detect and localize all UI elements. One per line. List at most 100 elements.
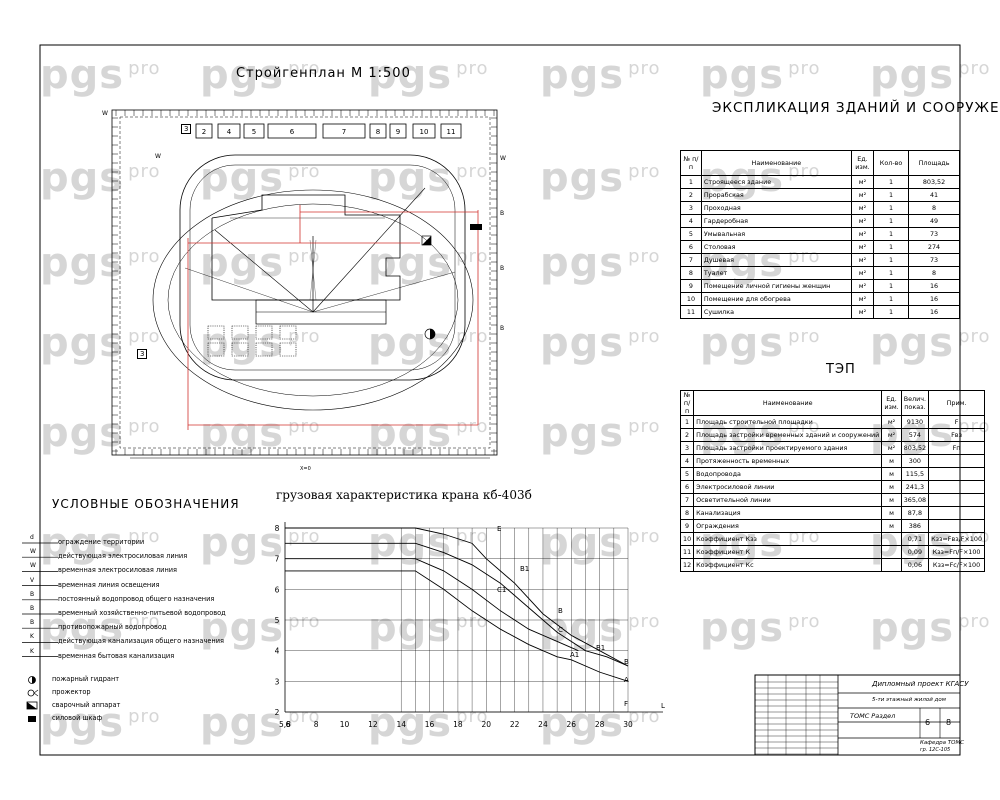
row-name: Ограждения bbox=[693, 519, 883, 533]
row-num: 8 bbox=[680, 266, 702, 280]
row-name: Осветительной линии bbox=[693, 493, 883, 507]
x-tick-label: 24 bbox=[538, 720, 548, 729]
row-unit: м bbox=[881, 480, 902, 494]
legend-item-label: временная линия освещения bbox=[58, 580, 160, 589]
row-value: 0,06 bbox=[900, 558, 930, 572]
crane-chart-title: грузовая характеристика крана кб-403б bbox=[276, 488, 532, 502]
point-label: A bbox=[624, 676, 629, 684]
explication-table: № п/п Наименование Ед. изм. Кол-во Площа… bbox=[680, 150, 960, 319]
row-note bbox=[928, 467, 986, 481]
row-name: Коэффициент Кзз bbox=[693, 532, 883, 546]
svg-text:B: B bbox=[500, 265, 504, 272]
legend-item-label: временная электросиловая линия bbox=[58, 566, 178, 575]
legend-title: УСЛОВНЫЕ ОБОЗНАЧЕНИЯ bbox=[52, 497, 240, 511]
row-name: Столовая bbox=[700, 240, 852, 254]
row-num: 7 bbox=[680, 253, 702, 267]
row-value: 365,08 bbox=[900, 493, 930, 507]
row-unit: м² bbox=[850, 214, 875, 228]
storage-block bbox=[279, 325, 297, 340]
temporary-road-inner bbox=[189, 164, 456, 371]
temporary-building: 9 bbox=[389, 123, 407, 139]
y-tick-label: 4 bbox=[275, 647, 280, 656]
legend-line-samples bbox=[22, 542, 58, 722]
material-storage bbox=[207, 325, 297, 357]
row-value: 574 bbox=[900, 428, 930, 442]
row-qty: 1 bbox=[873, 175, 910, 189]
row-value: 0,71 bbox=[900, 532, 930, 546]
tb-object: 5-ти этажный жилой дом bbox=[872, 697, 946, 703]
storage-block bbox=[207, 325, 225, 340]
row-value: 0,09 bbox=[900, 545, 930, 559]
header-cell: Кол-во bbox=[873, 150, 910, 176]
legend-item-code: V bbox=[30, 576, 35, 584]
temporary-building: 6 bbox=[267, 123, 317, 139]
row-value: 300 bbox=[900, 454, 930, 468]
row-note: Fп bbox=[928, 441, 986, 455]
x-tick-label: 22 bbox=[510, 720, 520, 729]
row-note bbox=[928, 519, 986, 533]
svg-text:Х=0: Х=0 bbox=[300, 466, 311, 472]
legend-item-label: постоянный водопровод общего назначения bbox=[58, 594, 215, 603]
row-name: Помещение для обогрева bbox=[700, 292, 852, 306]
row-note bbox=[928, 480, 986, 494]
row-name: Площадь застройки временных зданий и соо… bbox=[693, 428, 883, 442]
tb-sheet: 8 bbox=[946, 718, 952, 727]
row-area: 16 bbox=[908, 279, 960, 293]
crane-mast bbox=[309, 236, 317, 312]
row-value: 9130 bbox=[900, 415, 930, 429]
svg-text:B: B bbox=[500, 210, 504, 217]
row-num: 6 bbox=[679, 480, 695, 494]
row-name: Водопровода bbox=[693, 467, 883, 481]
svg-text:W: W bbox=[102, 110, 108, 117]
point-label: C1 bbox=[497, 586, 506, 594]
crane-dimension-lines bbox=[187, 205, 479, 430]
building-number: 8 bbox=[376, 128, 380, 136]
temporary-building: 4 bbox=[217, 123, 241, 139]
row-num: 4 bbox=[679, 454, 695, 468]
header-cell: Наименование bbox=[693, 390, 883, 416]
storage-block bbox=[231, 325, 249, 340]
row-num: 8 bbox=[679, 506, 695, 520]
legend-item-label: противопожарный водопровод bbox=[58, 623, 167, 632]
point-label: F bbox=[624, 700, 628, 708]
row-name: Сушилка bbox=[700, 305, 852, 319]
svg-text:W: W bbox=[500, 155, 506, 162]
site-marker: 3 bbox=[181, 124, 192, 134]
x-tick-label: 26 bbox=[567, 720, 577, 729]
row-unit: м² bbox=[850, 175, 875, 189]
row-qty: 1 bbox=[873, 214, 910, 228]
row-num: 1 bbox=[679, 415, 695, 429]
row-note: Кзз=Fс/F×100 bbox=[928, 558, 986, 572]
legend-item-label: действующая электросиловая линия bbox=[58, 552, 188, 561]
row-name: Туалет bbox=[700, 266, 852, 280]
temporary-building: 10 bbox=[412, 123, 436, 139]
row-area: 8 bbox=[908, 266, 960, 280]
point-label: C bbox=[558, 626, 563, 634]
building-number: 11 bbox=[447, 128, 456, 136]
row-unit: м² bbox=[881, 441, 902, 455]
row-value: 115,5 bbox=[900, 467, 930, 481]
legend-item-code: K bbox=[30, 633, 34, 641]
row-value: 803,52 bbox=[900, 441, 930, 455]
site-marker: 3 bbox=[137, 349, 148, 359]
svg-text:W: W bbox=[155, 153, 161, 160]
series-line-B1 bbox=[285, 542, 629, 667]
x-axis-label: L bbox=[661, 702, 665, 710]
row-name: Канализация bbox=[693, 506, 883, 520]
row-unit: м bbox=[881, 519, 902, 533]
header-cell: Велич. показ. bbox=[900, 390, 930, 416]
header-cell: № п/п bbox=[680, 150, 702, 176]
row-area: 73 bbox=[908, 227, 960, 241]
row-qty: 1 bbox=[873, 240, 910, 254]
row-num: 12 bbox=[679, 558, 695, 572]
y-tick-label: 3 bbox=[275, 677, 280, 686]
